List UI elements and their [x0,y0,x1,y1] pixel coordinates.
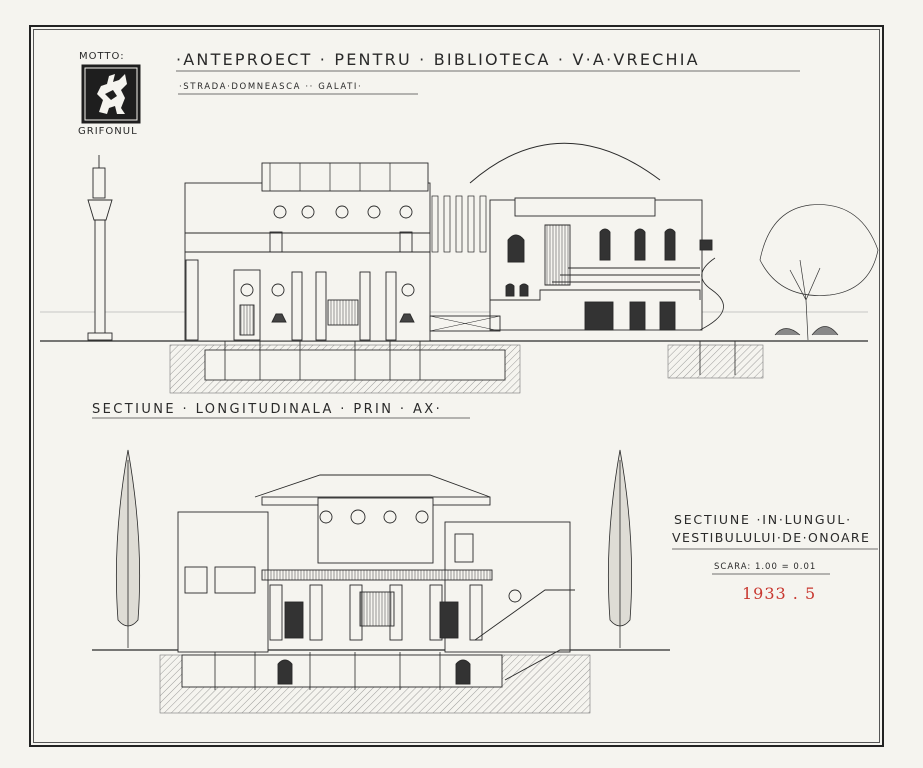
section-longitudinal-label: SECTIUNE · LONGITUDINALA · PRIN · AX· [92,402,443,417]
inner-frame [33,29,880,743]
sheet-subtitle: ·STRADA·DOMNEASCA ·· GALATI· [179,82,363,92]
transversal-section [92,449,670,714]
longitudinal-section [40,142,879,394]
cypress-tree-left [115,449,141,648]
section-transversal-label-line2: VESTIBULULUI·DE·ONOARE [672,530,871,545]
motto-label: MOTTO: [79,51,125,62]
sheet-title: ·ANTEPROECT · PENTRU · BIBLIOTECA · V·A·… [176,50,700,69]
arched-windows [505,228,676,297]
central-columns [431,195,487,253]
scale-label: SCARA: 1.00 = 0.01 [714,562,817,572]
section-transversal-label-line1: SECTIUNE ·IN·LUNGUL· [674,512,852,527]
title-underline [92,70,878,575]
motto-name: GRIFONUL [78,126,138,137]
oculus-windows-upper [319,509,429,525]
monument-column [87,155,113,341]
tree [759,204,879,341]
colonnade-hall [269,584,483,641]
date-label: 1933 . 5 [742,584,817,603]
cypress-tree-right [607,449,633,648]
colonnade-left [185,259,415,341]
oculus-windows [273,205,413,219]
griffin-emblem-icon [81,64,141,124]
outer-frame [29,25,884,747]
